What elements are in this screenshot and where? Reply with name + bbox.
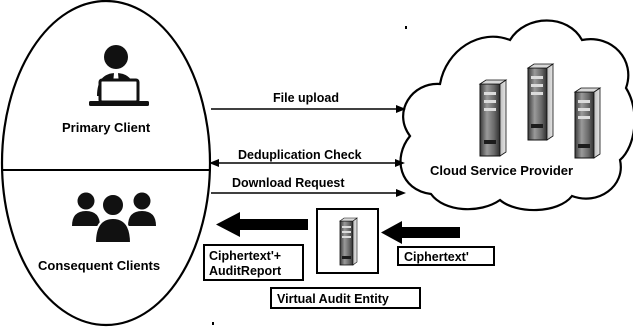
user-group-icon (72, 192, 156, 244)
file-upload-arrow (211, 105, 406, 113)
user-at-laptop-icon (89, 45, 149, 106)
clients-ellipse (0, 0, 212, 327)
virtual-audit-entity-label: Virtual Audit Entity (270, 287, 421, 309)
primary-client-label: Primary Client (62, 120, 151, 135)
stray-mark (405, 26, 407, 29)
ciphertext-audit-line2: AuditReport (209, 264, 282, 278)
download-request-label: Download Request (232, 176, 345, 190)
consequent-clients-label: Consequent Clients (38, 258, 161, 273)
deduplication-check-arrow (209, 159, 405, 167)
ciphertext-audit-line1: Ciphertext'+ (209, 249, 282, 263)
cloud-service-provider-label: Cloud Service Provider (430, 163, 574, 178)
file-upload-label: File upload (273, 91, 339, 105)
ciphertext-audit-arrow (216, 212, 308, 237)
ciphertext-audit-report-label: Ciphertext'+ AuditReport (203, 244, 304, 281)
deduplication-check-label: Deduplication Check (238, 148, 362, 162)
download-request-arrow (211, 189, 406, 197)
server-rack-icon (339, 217, 358, 266)
cloud-shape (399, 19, 633, 212)
ciphertext-label: Ciphertext' (397, 246, 495, 266)
stray-mark (212, 322, 214, 325)
server-racks-icon (478, 63, 602, 159)
ciphertext-arrow (381, 221, 460, 244)
